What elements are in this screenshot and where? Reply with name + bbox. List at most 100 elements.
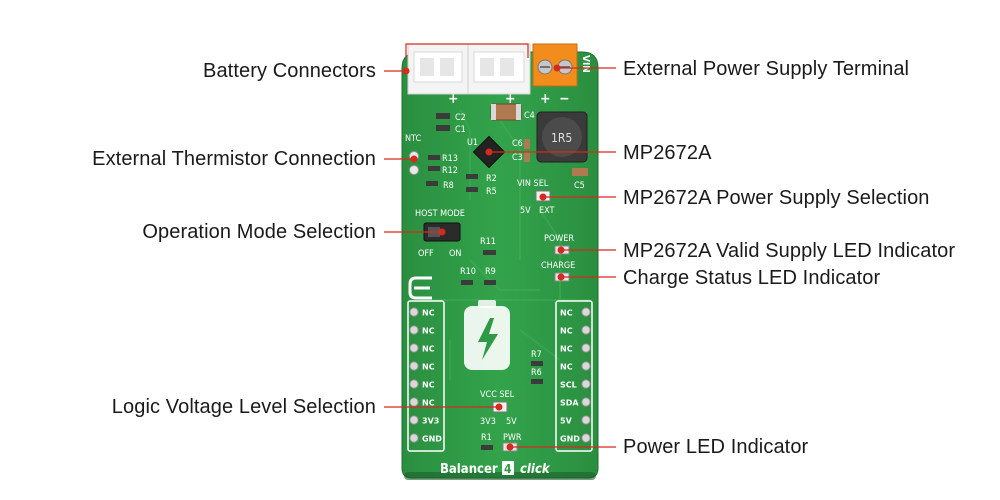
callout-mp2672a: MP2672A <box>623 142 712 164</box>
silk-charge: CHARGE <box>541 261 575 271</box>
silk-r5: R5 <box>486 187 497 197</box>
silk-r1: R1 <box>481 433 492 443</box>
right-pin-pad <box>581 325 591 335</box>
silk-inductor: 1R5 <box>551 131 572 145</box>
silk-plus-conn2: + <box>505 91 516 107</box>
board-name-part2: click <box>520 462 551 477</box>
dot-battery-connectors <box>402 67 410 75</box>
silk-power: POWER <box>544 234 574 244</box>
silk-plus-terminal: + <box>540 91 551 107</box>
silk-r9: R9 <box>485 267 496 277</box>
silk-r8: R8 <box>443 181 454 191</box>
left-pin-label: NC <box>422 327 435 336</box>
left-pin-pad <box>409 307 419 317</box>
dot-ext-power-terminal <box>553 64 561 72</box>
silk-c5: C5 <box>574 181 585 191</box>
silk-c3: C3 <box>512 153 523 163</box>
left-pin-label: NC <box>422 363 435 372</box>
inductor: 1R5 <box>536 111 588 163</box>
silk-vcc-5v: 5V <box>506 417 517 427</box>
left-header-outline <box>407 300 445 452</box>
battery-connector-2 <box>467 43 531 95</box>
dot-logic-voltage <box>495 403 503 411</box>
ntc-pad-2 <box>409 165 419 175</box>
left-pin-pad <box>409 325 419 335</box>
callout-ext-power-terminal: External Power Supply Terminal <box>623 58 910 80</box>
right-pin-pad <box>581 415 591 425</box>
dot-power-led <box>506 443 514 451</box>
silk-c6: C6 <box>512 139 523 149</box>
callout-power-led: Power LED Indicator <box>623 436 809 458</box>
silk-c2: C2 <box>455 113 466 123</box>
silk-vin-ext: EXT <box>539 206 555 216</box>
right-header-outline <box>555 300 593 452</box>
left-pin-label: 3V3 <box>422 417 439 426</box>
right-pin-pad <box>581 397 591 407</box>
dot-mp2672a <box>485 148 493 156</box>
silk-plus-conn1: + <box>448 91 459 107</box>
dot-operation-mode <box>438 228 446 236</box>
right-pin-label: NC <box>560 345 573 354</box>
dot-valid-supply-led <box>557 246 565 254</box>
callout-logic-voltage: Logic Voltage Level Selection <box>111 396 376 418</box>
silk-r10: R10 <box>460 267 476 277</box>
silk-r2: R2 <box>486 174 497 184</box>
board-name-part1: Balancer <box>440 462 498 477</box>
battery-connectors-bracket <box>405 43 529 58</box>
silk-r11: R11 <box>480 237 496 247</box>
left-pin-label: NC <box>422 345 435 354</box>
silk-ntc: NTC <box>405 134 421 144</box>
mikroe-logo <box>408 276 432 300</box>
left-pin-pad <box>409 397 419 407</box>
callout-valid-supply-led: MP2672A Valid Supply LED Indicator <box>623 240 956 262</box>
left-pin-pad <box>409 433 419 443</box>
left-pin-label: GND <box>422 435 442 444</box>
silk-vcc-3v3: 3V3 <box>480 417 496 427</box>
right-pin-pad <box>581 361 591 371</box>
callout-battery-connectors: Battery Connectors <box>203 60 376 82</box>
dot-power-supply-selection <box>539 193 547 201</box>
left-pin-pad <box>409 379 419 389</box>
right-pin-pad <box>581 433 591 443</box>
left-pin-label: NC <box>422 399 435 408</box>
silk-u1: U1 <box>467 138 478 148</box>
right-pin-label: NC <box>560 309 573 318</box>
silk-minus-terminal: − <box>559 91 570 107</box>
callout-external-thermistor: External Thermistor Connection <box>92 148 376 170</box>
silk-r12: R12 <box>442 166 458 176</box>
silk-off: OFF <box>418 249 434 259</box>
dot-external-thermistor <box>410 155 418 163</box>
silk-host-mode: HOST MODE <box>415 209 465 219</box>
right-pin-label: SDA <box>560 399 579 408</box>
silk-pwr: PWR <box>503 433 522 443</box>
right-pin-label: 5V <box>560 417 573 426</box>
right-pin-label: GND <box>560 435 580 444</box>
silk-r6: R6 <box>531 368 542 378</box>
battery-icon <box>464 300 510 370</box>
left-pin-label: NC <box>422 381 435 390</box>
silk-vin-5v: 5V <box>520 206 531 216</box>
silk-vcc-sel: VCC SEL <box>480 390 515 400</box>
external-power-terminal <box>532 43 578 87</box>
callout-operation-mode: Operation Mode Selection <box>142 221 376 243</box>
right-pin-pad <box>581 379 591 389</box>
left-pin-pad <box>409 415 419 425</box>
right-pin-label: NC <box>560 363 573 372</box>
left-pin-pad <box>409 361 419 371</box>
right-pin-label: NC <box>560 327 573 336</box>
left-pin-label: NC <box>422 309 435 318</box>
dot-charge-status-led <box>557 273 565 281</box>
silk-c4: C4 <box>524 111 535 121</box>
right-pin-pad <box>581 343 591 353</box>
silk-vin: VIN <box>580 55 591 73</box>
right-pin-pad <box>581 307 591 317</box>
silk-c1: C1 <box>455 125 466 135</box>
battery-connector-1 <box>407 43 469 95</box>
silk-r7: R7 <box>531 350 542 360</box>
left-pin-pad <box>409 343 419 353</box>
board-name-number-box <box>502 461 514 475</box>
board-name-number: 4 <box>504 462 512 476</box>
